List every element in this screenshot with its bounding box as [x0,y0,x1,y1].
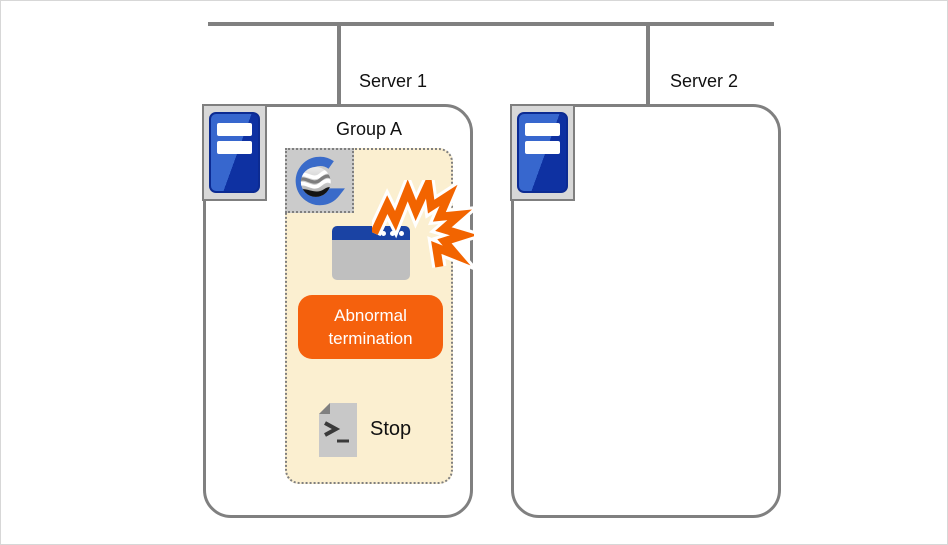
server1-label: Server 1 [359,71,428,91]
badge-line1: Abnormal [334,306,407,325]
window-dot [381,230,386,236]
server-tower-body [209,112,260,193]
g-logo-graphic [295,156,345,205]
stop-label: Stop [370,418,412,440]
server-tower-icon [202,104,267,201]
window-body [332,240,410,280]
g-logo-icon [285,148,354,213]
crash-burst-icon [372,180,474,270]
server-tower-icon [510,104,575,201]
script-file-icon [319,403,357,457]
window-dot [399,230,404,236]
server-tower-slot [217,123,252,136]
group-a-label: Group A [335,119,403,139]
server-tower-body [517,112,568,193]
window-titlebar [332,226,410,240]
badge-line2: termination [328,329,413,348]
network-bus [208,22,774,26]
window-dot [390,230,395,236]
server2-connector-line [646,24,650,105]
server-tower-slot [525,123,560,136]
application-window-icon [332,226,410,280]
abnormal-termination-badge: Abnormal termination [298,295,443,359]
server2-label: Server 2 [670,71,739,91]
server-tower-slot [525,141,560,154]
server1-connector-line [337,24,341,105]
server-tower-slot [217,141,252,154]
